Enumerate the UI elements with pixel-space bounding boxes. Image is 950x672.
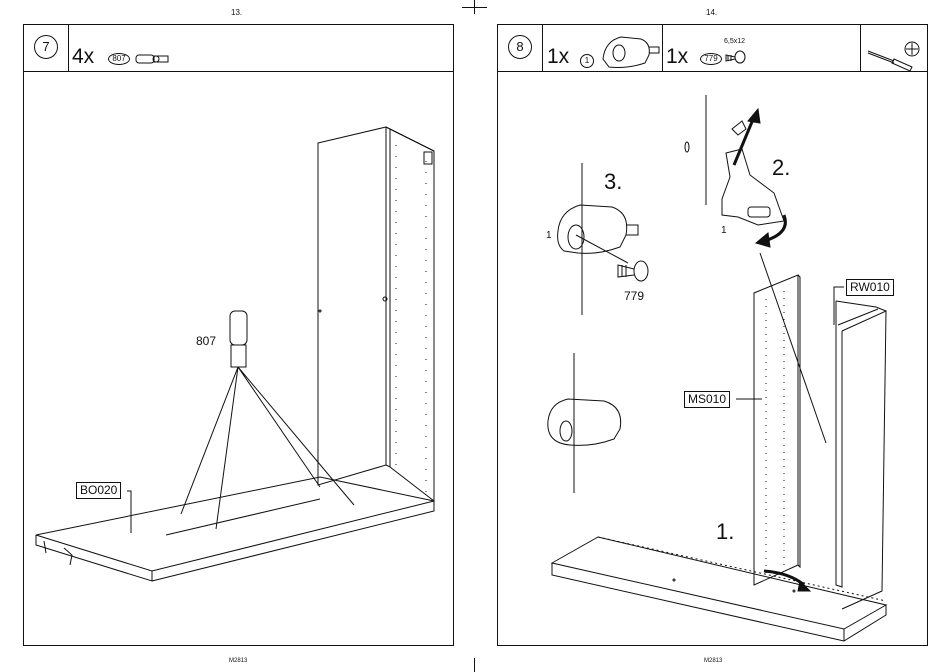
footer-right: M2813: [704, 658, 722, 664]
footer-left: M2813: [229, 658, 247, 664]
step-label-3: 3.: [604, 169, 622, 195]
step-label-1: 1.: [716, 519, 734, 545]
step-8-illustration: [498, 25, 929, 647]
bracket-label-b: 1: [721, 225, 727, 236]
dowel-label: 807: [196, 334, 216, 348]
page-13: 7 4x 807: [23, 24, 454, 646]
step-label-2: 2.: [772, 155, 790, 181]
screw-label: 779: [624, 289, 644, 303]
board-label: BO020: [76, 482, 121, 499]
crop-mark-bottom: [474, 658, 475, 672]
page-14: 8 1x 1 1x 779 6,5x12: [497, 24, 928, 646]
bracket-label-a: 1: [546, 230, 552, 241]
page-number-right: 14.: [706, 8, 717, 17]
back-panel-label: RW010: [846, 279, 894, 296]
step-7-illustration: [24, 25, 455, 647]
page-number-left: 13.: [231, 8, 242, 17]
crop-mark-top-h: [462, 7, 487, 8]
side-panel-label: MS010: [684, 391, 730, 408]
